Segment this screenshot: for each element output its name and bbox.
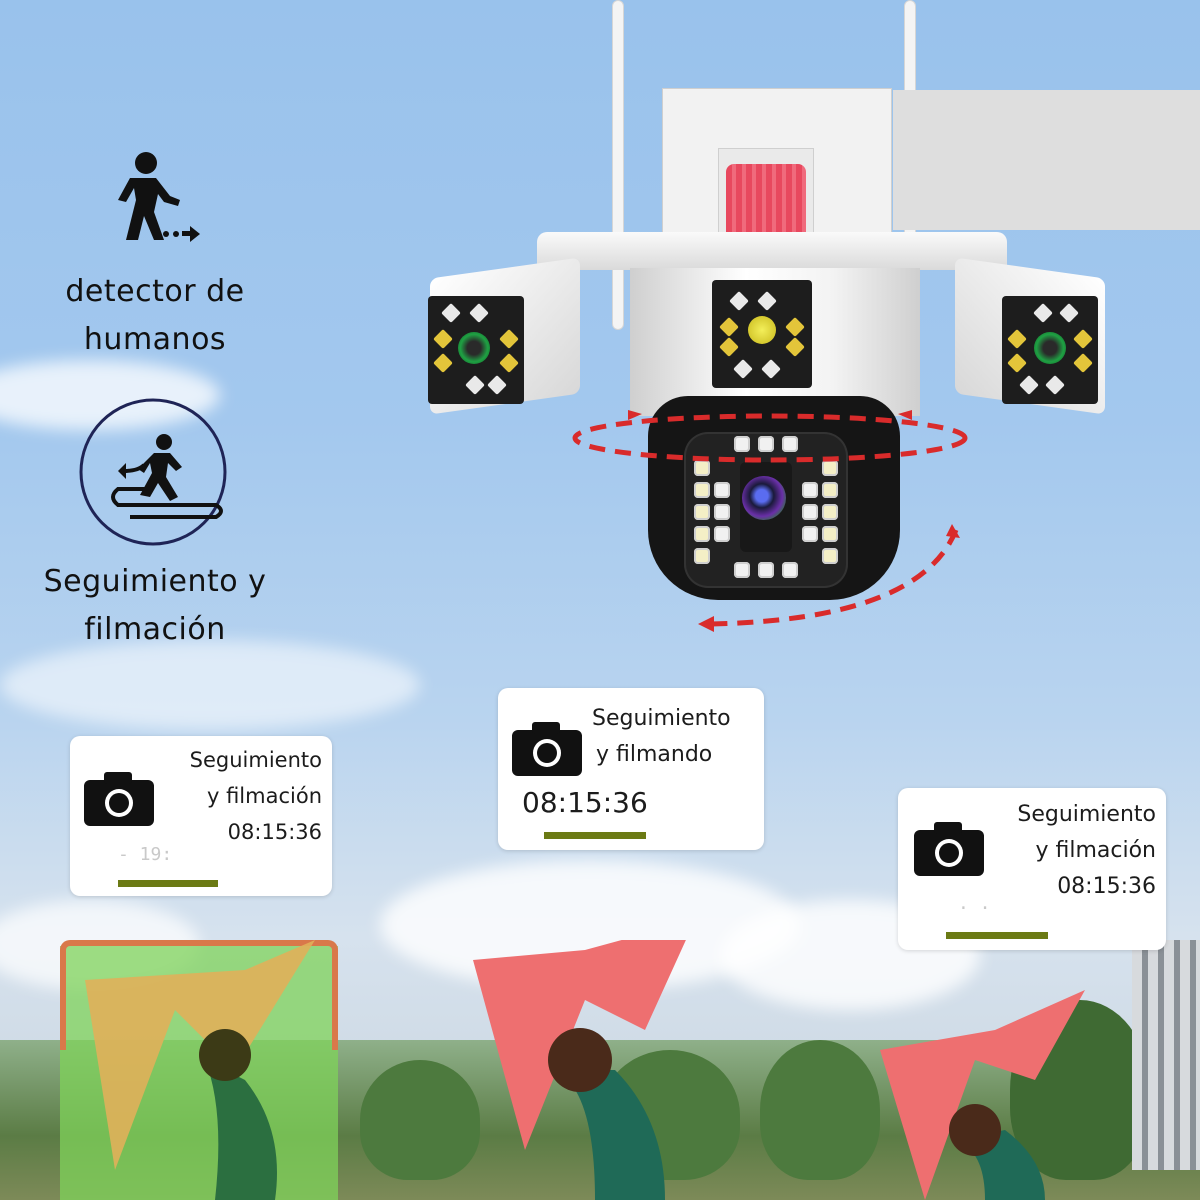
person-tracking-circle-icon [79, 398, 227, 546]
tracking-status-card: Seguimiento y filmación 08:15:36 · · [898, 788, 1166, 950]
yellow-lens [748, 316, 776, 344]
left-lens-panel [428, 296, 524, 404]
camera-top-cap [537, 232, 1007, 270]
kite-yellow [85, 940, 315, 1200]
right-lens-panel [1002, 296, 1098, 404]
tracking-status-card: Seguimiento y filmación 08:15:36 - 19: [70, 736, 332, 896]
feature-label: Seguimiento y filmación [43, 564, 267, 647]
camera-icon [84, 772, 154, 826]
progress-bar [946, 932, 1048, 939]
green-lens [458, 332, 490, 364]
purple-lens [742, 476, 786, 520]
green-lens [1034, 332, 1066, 364]
kite-red [473, 940, 686, 1200]
top-lens-panel [712, 280, 812, 388]
red-siren [726, 164, 806, 242]
cloud [0, 360, 220, 430]
kite-tracking-scene [0, 940, 1200, 1200]
pan-rotation-arrow-icon [572, 410, 968, 632]
office-building [1132, 940, 1200, 1170]
camera-icon [512, 722, 582, 776]
ptz-face [684, 432, 848, 588]
progress-bar [118, 880, 218, 887]
kite-red [880, 990, 1085, 1200]
progress-bar [544, 832, 646, 839]
walking-person-arrow-icon [118, 152, 200, 242]
antenna-left [612, 0, 624, 330]
tracking-status-card: Seguimiento y filmando 08:15:36 [498, 688, 764, 850]
feature-label: detector de humanos [65, 274, 245, 357]
wall-arm [893, 90, 1200, 230]
camera-icon [914, 822, 984, 876]
cloud [0, 640, 420, 730]
bounding-box [60, 940, 338, 1050]
